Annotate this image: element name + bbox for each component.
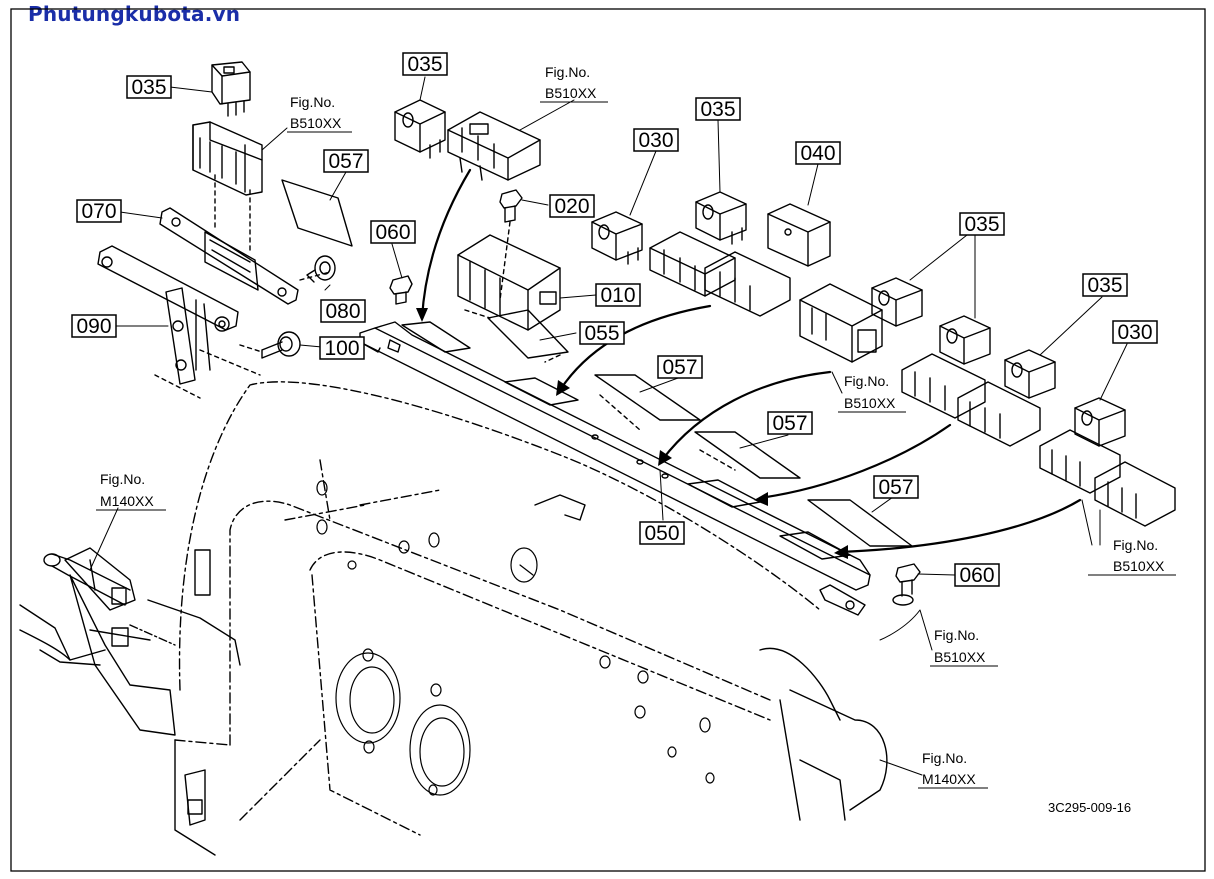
figref-m140-left: Fig.No. M140XX (96, 471, 166, 511)
callout-060-left: 060 (370, 220, 416, 244)
callout-text: 035 (407, 53, 442, 76)
callout-text: 050 (644, 522, 679, 545)
callout-035-topleft: 035 (126, 75, 172, 99)
callout-text: 055 (584, 322, 619, 345)
callout-text: 040 (800, 142, 835, 165)
mounting-rail (359, 321, 871, 616)
figref-b510-middle: Fig.No. B510XX (838, 373, 906, 413)
svg-text:Fig.No.: Fig.No. (290, 94, 335, 110)
callout-text: 035 (700, 98, 735, 121)
callout-text: 100 (324, 337, 359, 360)
callout-035-top: 035 (402, 52, 448, 76)
assembly-arrows (420, 168, 1082, 554)
arrow-heads (416, 308, 848, 559)
callout-057-left: 057 (323, 149, 369, 173)
svg-text:Fig.No.: Fig.No. (922, 750, 967, 766)
callout-100: 100 (319, 336, 365, 360)
svg-text:M140XX: M140XX (100, 493, 154, 509)
diagram-code: 3C295-009-16 (1048, 800, 1131, 815)
callout-057-d: 057 (873, 475, 919, 499)
callout-text: 030 (1117, 321, 1152, 344)
callout-text: 070 (81, 200, 116, 223)
callout-text: 030 (638, 129, 673, 152)
pad-057-c (807, 499, 913, 547)
pad-057-b (694, 431, 801, 479)
callout-057-b: 057 (657, 355, 703, 379)
bolt-060-left (389, 275, 413, 305)
relay-035-right-a (871, 277, 923, 327)
svg-text:Fig.No.: Fig.No. (934, 627, 979, 643)
relay-035-right-c (1004, 349, 1056, 399)
relay-sockets-middle (649, 231, 883, 363)
callout-text: 035 (131, 76, 166, 99)
figref-b510-top: Fig.No. B510XX (540, 64, 608, 103)
svg-text:B510XX: B510XX (934, 649, 986, 665)
svg-text:B510XX: B510XX (290, 115, 342, 131)
relay-040 (767, 203, 831, 267)
callout-040: 040 (795, 141, 841, 165)
svg-text:Fig.No.: Fig.No. (100, 471, 145, 487)
drawing-border (10, 8, 1206, 872)
svg-text:Fig.No.: Fig.No. (1113, 537, 1158, 553)
callout-060-right: 060 (954, 563, 1000, 587)
relay-035-top (394, 99, 446, 159)
panel-body (174, 381, 821, 836)
callout-030-right: 030 (1112, 320, 1158, 344)
relay-030-right (1074, 397, 1126, 447)
svg-text:Fig.No.: Fig.No. (844, 373, 889, 389)
callout-text: 057 (772, 412, 807, 435)
bolt-060-right (892, 563, 921, 606)
relay-035-right-b (939, 315, 991, 365)
callout-010: 010 (595, 283, 641, 307)
callout-text: 035 (1087, 274, 1122, 297)
callout-text: 080 (325, 300, 360, 323)
relay-035-mid (695, 191, 747, 245)
left-bracket-assembly (97, 61, 353, 399)
figref-b510-right: Fig.No. B510XX (1088, 537, 1176, 576)
callout-035-right-b: 035 (1082, 273, 1128, 297)
callout-text: 060 (959, 564, 994, 587)
figref-b510-bottom: Fig.No. B510XX (930, 627, 998, 667)
relay-030-left (591, 211, 643, 265)
callout-text: 057 (662, 356, 697, 379)
panel-body-solid (19, 494, 888, 856)
callout-090: 090 (71, 314, 117, 338)
site-watermark: Phutungkubota.vn (28, 2, 241, 26)
leader-lines (89, 76, 1128, 776)
callout-text: 020 (554, 195, 589, 218)
callout-070: 070 (76, 199, 122, 223)
figref-b510-topleft: Fig.No. B510XX (287, 94, 352, 133)
callout-text: 057 (878, 476, 913, 499)
screw-020 (499, 189, 523, 301)
callout-057-c: 057 (767, 411, 813, 435)
callout-text: 057 (328, 150, 363, 173)
gasket-055 (487, 309, 569, 359)
callout-text: 060 (375, 221, 410, 244)
svg-text:B510XX: B510XX (545, 85, 597, 101)
callout-020: 020 (549, 194, 595, 218)
svg-text:B510XX: B510XX (1113, 558, 1165, 574)
callout-050: 050 (639, 521, 685, 545)
svg-text:M140XX: M140XX (922, 771, 976, 787)
pad-057-a (594, 374, 701, 421)
callout-080: 080 (320, 299, 366, 323)
panel-holes (316, 480, 715, 796)
relay-sockets-right (901, 353, 1176, 527)
left-frame-part (19, 547, 241, 736)
svg-text:Fig.No.: Fig.No. (545, 64, 590, 80)
flasher-unit-010 (457, 234, 561, 331)
callout-030-left: 030 (633, 128, 679, 152)
callout-text: 035 (964, 213, 999, 236)
callout-text: 090 (76, 315, 111, 338)
callout-text: 010 (600, 284, 635, 307)
callout-055: 055 (579, 321, 625, 345)
figref-m140-bottom: Fig.No. M140XX (918, 750, 988, 789)
svg-text:B510XX: B510XX (844, 395, 896, 411)
callout-035-right-a: 035 (959, 212, 1005, 236)
callout-035-mid: 035 (695, 97, 741, 121)
relay-socket-top (447, 111, 541, 181)
